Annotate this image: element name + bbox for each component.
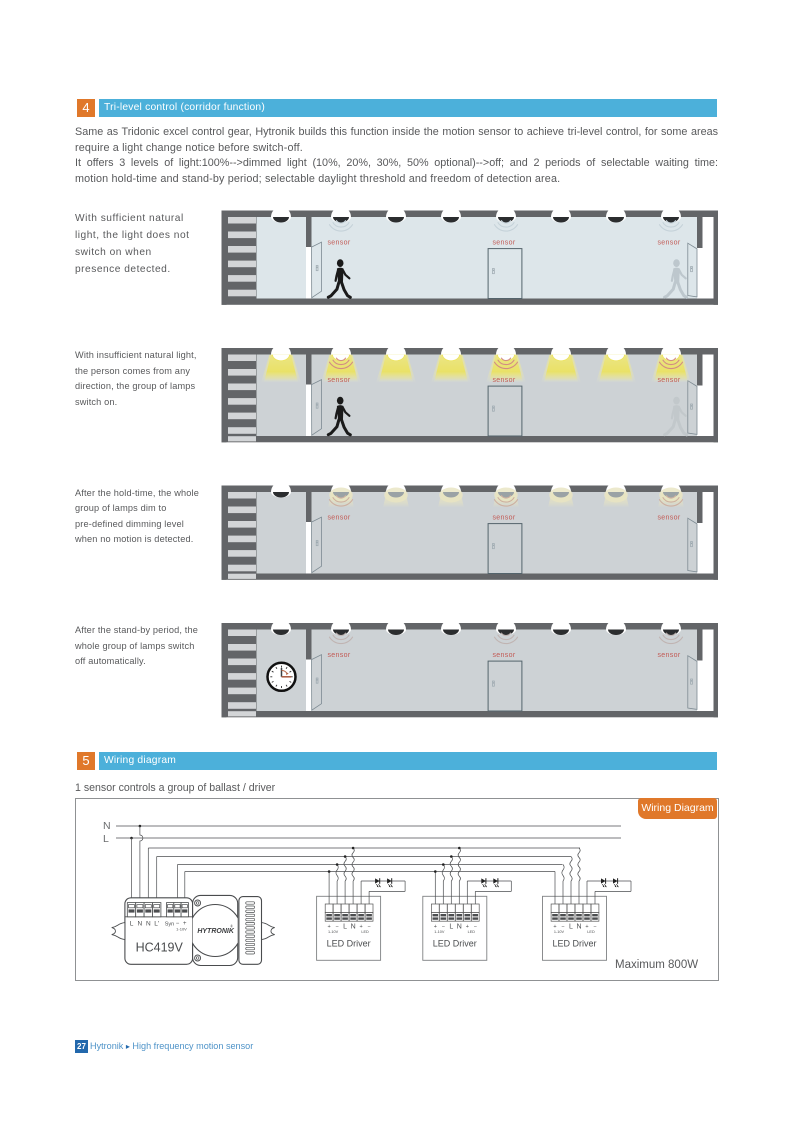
svg-text:Syn: Syn	[165, 922, 174, 928]
svg-text:L: L	[130, 921, 134, 928]
svg-text:1-10V: 1-10V	[434, 930, 445, 934]
svg-text:N: N	[146, 921, 151, 928]
svg-text:1-10V: 1-10V	[176, 927, 187, 932]
svg-text:LED: LED	[361, 930, 369, 934]
svg-text:sensor: sensor	[657, 514, 680, 521]
svg-text:LED Driver: LED Driver	[433, 939, 477, 949]
svg-text:+: +	[585, 924, 588, 930]
svg-text:HC419V: HC419V	[136, 941, 184, 955]
svg-text:L: L	[343, 924, 347, 931]
svg-text:LED: LED	[587, 930, 595, 934]
svg-text:sensor: sensor	[327, 652, 350, 659]
svg-text:−: −	[593, 924, 596, 930]
svg-text:−: −	[442, 924, 445, 930]
svg-text:N: N	[103, 820, 111, 832]
svg-text:N: N	[457, 924, 462, 931]
svg-text:+: +	[327, 924, 330, 930]
svg-text:L: L	[103, 833, 109, 845]
svg-text:−: −	[561, 924, 564, 930]
svg-text:L: L	[569, 924, 573, 931]
svg-text:LED Driver: LED Driver	[552, 939, 596, 949]
svg-text:sensor: sensor	[657, 239, 680, 246]
svg-text:L: L	[449, 924, 453, 931]
svg-text:sensor: sensor	[327, 239, 350, 246]
svg-text:+: +	[183, 921, 187, 927]
svg-text:sensor: sensor	[492, 239, 515, 246]
svg-text:Maximum 800W: Maximum 800W	[615, 959, 698, 971]
svg-text:1-10V: 1-10V	[554, 930, 565, 934]
svg-text:sensor: sensor	[492, 652, 515, 659]
svg-text:HYTRONIK: HYTRONIK	[197, 928, 235, 935]
svg-text:N: N	[138, 921, 143, 928]
svg-text:sensor: sensor	[657, 652, 680, 659]
svg-text:sensor: sensor	[492, 514, 515, 521]
svg-text:N: N	[351, 924, 356, 931]
svg-text:sensor: sensor	[657, 377, 680, 384]
svg-text:LED Driver: LED Driver	[327, 939, 371, 949]
svg-text:L': L'	[154, 921, 159, 928]
svg-text:+: +	[466, 924, 469, 930]
svg-text:1-10V: 1-10V	[328, 930, 339, 934]
svg-text:+: +	[434, 924, 437, 930]
svg-text:sensor: sensor	[327, 514, 350, 521]
svg-text:+: +	[359, 924, 362, 930]
svg-text:sensor: sensor	[327, 377, 350, 384]
svg-text:−: −	[367, 924, 370, 930]
svg-text:N: N	[576, 924, 581, 931]
svg-text:+: +	[553, 924, 556, 930]
svg-text:®: ®	[230, 925, 233, 929]
svg-text:LED: LED	[468, 930, 476, 934]
svg-text:−: −	[335, 924, 338, 930]
svg-text:−: −	[474, 924, 477, 930]
svg-text:−: −	[176, 921, 180, 927]
svg-text:sensor: sensor	[492, 377, 515, 384]
